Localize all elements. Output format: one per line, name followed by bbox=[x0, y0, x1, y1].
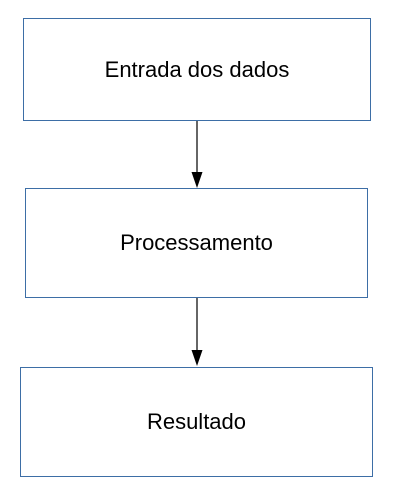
step-box-input: Entrada dos dados bbox=[23, 18, 371, 121]
step-box-processing: Processamento bbox=[25, 188, 368, 298]
step-label-result: Resultado bbox=[146, 409, 247, 434]
step-label-processing: Processamento bbox=[120, 230, 273, 255]
arrow-processing-to-result bbox=[191, 298, 203, 366]
arrow-input-to-processing bbox=[191, 121, 203, 188]
step-box-result: Resultado bbox=[20, 367, 373, 477]
step-label-input: Entrada dos dados bbox=[104, 56, 290, 82]
